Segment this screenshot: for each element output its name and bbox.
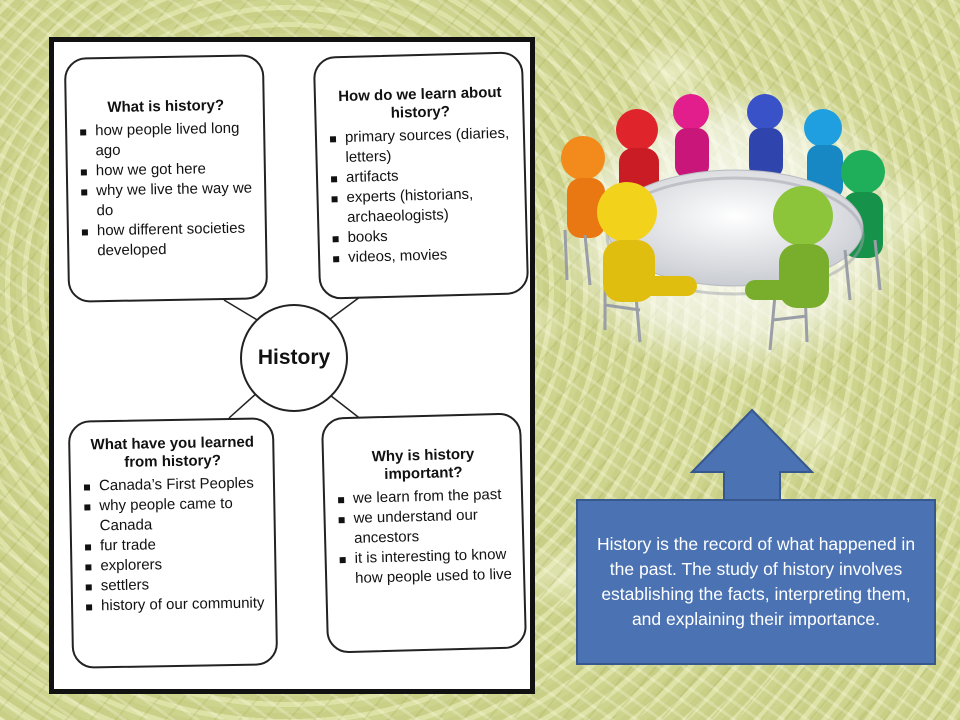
figure-green-front [745, 186, 833, 308]
up-arrow-icon [690, 408, 814, 501]
list-item: history of our community [83, 593, 267, 616]
list-item: why we live the way we do [78, 178, 257, 221]
list-item: how different societies developed [79, 218, 258, 261]
what-is-history-box: What is history? how people lived long a… [63, 54, 269, 303]
box-title: What is history? [107, 96, 225, 117]
round-table-figures-image [550, 80, 920, 380]
list-item: it is interesting to know how people use… [336, 545, 515, 590]
caption-text: History is the record of what happened i… [596, 534, 916, 629]
figure-magenta [673, 94, 709, 178]
list-item: how people lived long ago [77, 118, 256, 161]
list-item: primary sources (diaries, letters) [327, 124, 516, 169]
box-title: Why is history important? [371, 445, 475, 484]
why-important-box: Why is history important? we learn from … [320, 412, 528, 654]
box-title: What have you learned from history? [90, 433, 255, 471]
list-item: videos, movies [330, 243, 518, 268]
list-item: we understand our ancestors [335, 505, 514, 550]
how-we-learn-box: How do we learn about history? primary s… [312, 51, 530, 300]
chairs [563, 229, 882, 351]
list-item: experts (historians, archaeologists) [328, 184, 517, 229]
history-mind-map: What is history? how people lived long a… [49, 37, 535, 694]
figure-yellow [597, 182, 697, 302]
box-title: How do we learn about history? [337, 83, 502, 122]
what-learned-box: What have you learned from history? Cana… [67, 417, 279, 669]
figure-blue [747, 94, 783, 178]
list-item: why people came to Canada [81, 493, 266, 536]
center-node: History [240, 304, 348, 412]
history-definition-caption: History is the record of what happened i… [576, 499, 936, 665]
figure-orange [561, 136, 605, 238]
